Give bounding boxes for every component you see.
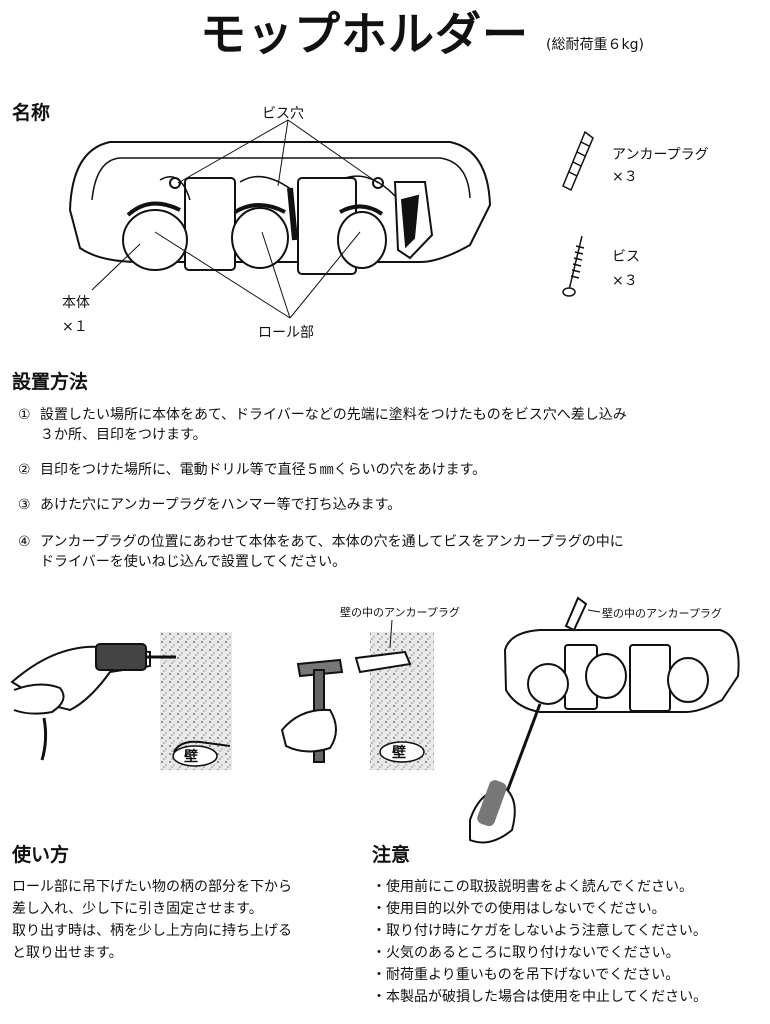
usage-line: ロール部に吊下げたい物の柄の部分を下から — [12, 879, 292, 895]
step-number: ③ — [18, 497, 31, 513]
body-label: 本体 — [62, 295, 90, 311]
usage-text: ロール部に吊下げたい物の柄の部分を下から 差し入れ、少し下に引き固定させます。 … — [12, 876, 292, 964]
caution-item: ・使用前にこの取扱説明書をよく読んでください。 — [372, 879, 694, 895]
caution-item: ・使用目的以外での使用はしないでください。 — [372, 901, 666, 917]
install-heading: 設置方法 — [12, 371, 89, 393]
step-text: 目印をつけた場所に、電動ドリル等で直径５㎜くらいの穴をあけます。 — [40, 462, 487, 478]
install-step-2: ② 目印をつけた場所に、電動ドリル等で直径５㎜くらいの穴をあけます。 — [18, 460, 758, 480]
step-number: ① — [18, 407, 31, 423]
caution-list: ・使用前にこの取扱説明書をよく読んでください。 ・使用目的以外での使用はしないで… — [372, 876, 707, 1008]
roll-label: ロール部 — [258, 325, 314, 341]
usage-line: と取り出せます。 — [12, 945, 123, 961]
usage-line: 取り出す時は、柄を少し上方向に持ち上げる — [12, 923, 292, 939]
screw-icon — [562, 235, 585, 297]
step-number: ② — [18, 462, 31, 478]
anchor-plug-label: アンカープラグ — [612, 147, 709, 163]
wall-label-hammer: 壁 — [392, 745, 406, 761]
caution-item: ・耐荷重より重いものを吊下げないでください。 — [372, 967, 680, 983]
step-text: 設置したい場所に本体をあて、ドライバーなどの先端に塗料をつけたものをビス穴へ差し… — [40, 407, 627, 423]
caution-item: ・取り付け時にケガをしないよう注意してください。 — [372, 923, 707, 939]
step-text: アンカープラグの位置にあわせて本体をあて、本体の穴を通してビスをアンカープラグの… — [40, 534, 624, 550]
screw-label: ビス — [612, 249, 640, 265]
screw-qty: ×３ — [612, 273, 638, 289]
page-title: モップホルダー — [200, 7, 529, 61]
step-text-cont: ドライバーを使いねじ込んで設置してください。 — [40, 554, 347, 570]
anchor-in-wall-label-1: 壁の中のアンカープラグ — [340, 606, 460, 619]
screw-hole-label: ビス穴 — [262, 106, 304, 122]
usage-line: 差し入れ、少し下に引き固定させます。 — [12, 901, 263, 917]
caution-heading: 注意 — [372, 844, 411, 866]
names-heading: 名称 — [12, 102, 51, 124]
anchor-plug-qty: ×３ — [612, 169, 638, 185]
install-step-3: ③ あけた穴にアンカープラグをハンマー等で打ち込みます。 — [18, 495, 758, 515]
step-text: あけた穴にアンカープラグをハンマー等で打ち込みます。 — [40, 497, 402, 513]
anchor-in-wall-label-2: 壁の中のアンカープラグ — [602, 607, 722, 620]
caution-item: ・本製品が破損した場合は使用を中止してください。 — [372, 989, 708, 1005]
step-number: ④ — [18, 534, 31, 550]
body-qty: ×１ — [62, 319, 88, 335]
wall-label-drill: 壁 — [184, 749, 198, 765]
anchor-plug-icon — [562, 130, 594, 192]
load-capacity-note: (総耐荷重６kg) — [546, 37, 644, 53]
caution-item: ・火気のあるところに取り付けないでください。 — [372, 945, 680, 961]
install-step-4: ④ アンカープラグの位置にあわせて本体をあて、本体の穴を通してビスをアンカープラグ… — [18, 532, 758, 572]
step-text-cont: ３か所、目印をつけます。 — [40, 427, 207, 443]
usage-heading: 使い方 — [12, 844, 70, 866]
install-step-1: ① 設置したい場所に本体をあて、ドライバーなどの先端に塗料をつけたものをビス穴へ差… — [18, 405, 758, 445]
